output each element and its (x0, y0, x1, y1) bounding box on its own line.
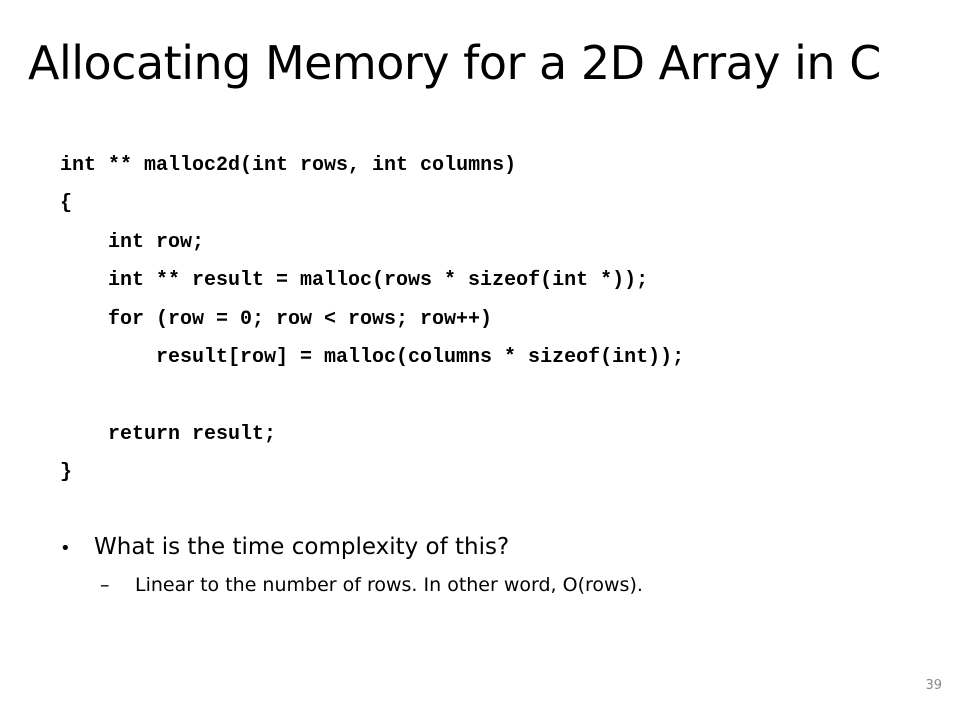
sub-bullet-text: Linear to the number of rows. In other w… (135, 574, 643, 596)
code-line: { (60, 192, 73, 216)
code-line: int ** result = malloc(rows * sizeof(int… (108, 269, 649, 293)
slide-title: Allocating Memory for a 2D Array in C (28, 36, 881, 90)
page-number: 39 (925, 678, 942, 693)
bullet-text: What is the time complexity of this? (94, 534, 510, 560)
sub-bullet-item: – Linear to the number of rows. In other… (60, 574, 920, 606)
bullet-item: • What is the time complexity of this? (60, 534, 920, 574)
code-block: int ** malloc2d(int rows, int columns) {… (60, 147, 940, 493)
code-line: } (60, 461, 73, 485)
dash-icon: – (100, 574, 110, 596)
code-line: int ** malloc2d(int rows, int columns) (60, 154, 517, 177)
code-line: int row; (108, 230, 205, 254)
bullet-dot-icon: • (60, 538, 71, 559)
bullet-list: • What is the time complexity of this? –… (60, 534, 920, 606)
code-line: result[row] = malloc(columns * sizeof(in… (156, 345, 685, 369)
code-line: for (row = 0; row < rows; row++) (108, 307, 493, 331)
code-line: return result; (108, 422, 277, 446)
code-line-blank (60, 377, 940, 415)
